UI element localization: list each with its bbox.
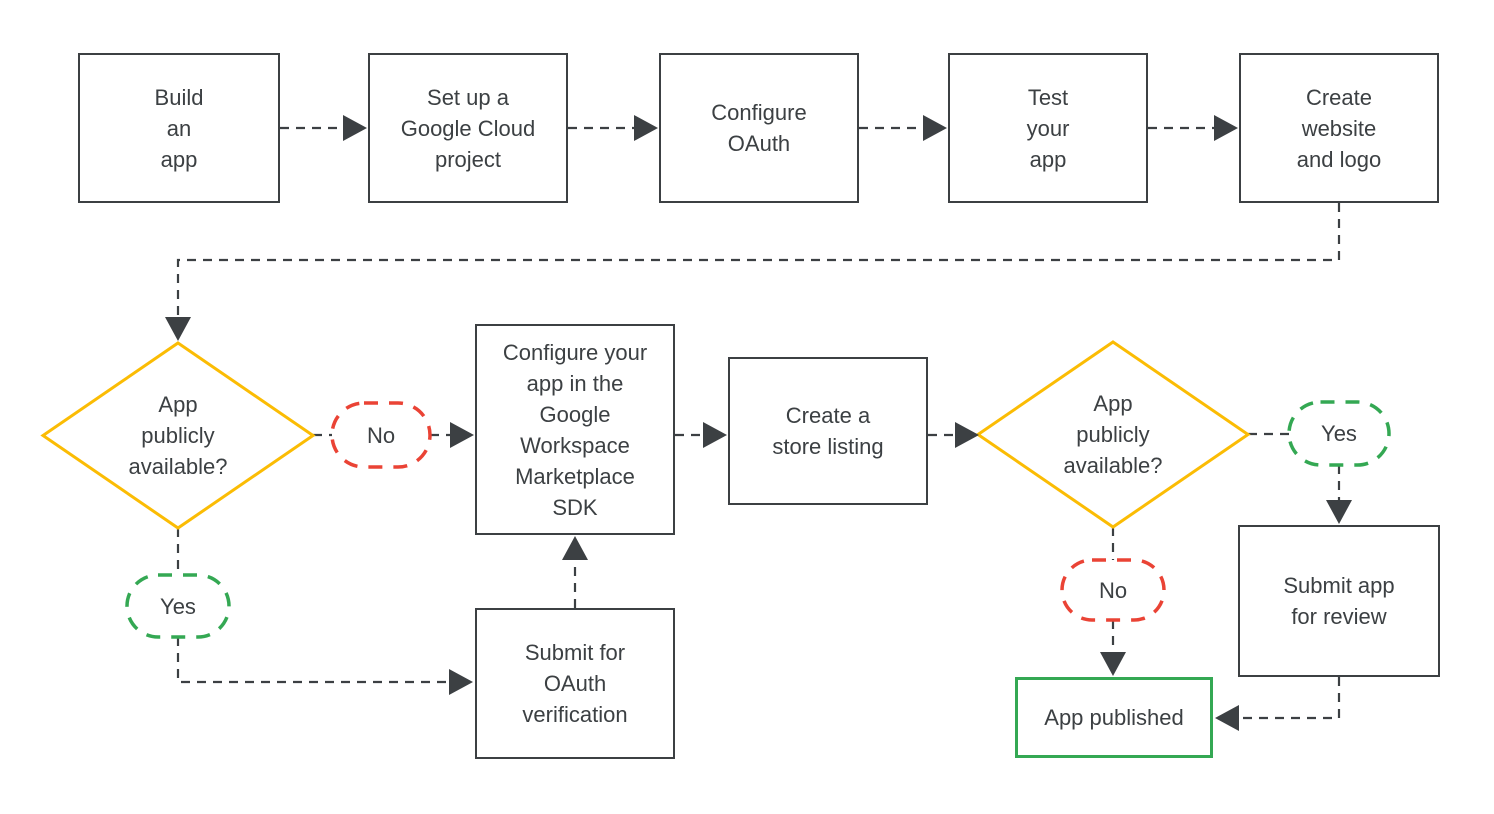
- arrow-right-icon: [343, 115, 367, 141]
- no2-oval-shape: [1060, 558, 1166, 622]
- decision1-diamond-shape: [40, 341, 316, 530]
- node-configure-marketplace-sdk: Configure your app in the Google Workspa…: [475, 324, 675, 535]
- decision2-label: App publicly available?: [1063, 390, 1163, 478]
- no1-label: No: [366, 422, 396, 448]
- arrow-down-icon: [1326, 500, 1352, 524]
- node-submit-for-oauth-verification: Submit for OAuth verification: [475, 608, 675, 759]
- arrow-right-icon: [923, 115, 947, 141]
- node-build-an-app: Build an app: [78, 53, 280, 203]
- arrow-down-icon: [1100, 652, 1126, 676]
- no2-label: No: [1098, 577, 1128, 603]
- arrow-right-icon: [450, 422, 474, 448]
- node-setup-google-cloud-project: Set up a Google Cloud project: [368, 53, 568, 203]
- node-create-website-and-logo: Create website and logo: [1239, 53, 1439, 203]
- arrow-right-icon: [1214, 115, 1238, 141]
- connector-review-to-published: [1239, 677, 1341, 720]
- node-app-published: App published: [1015, 677, 1213, 758]
- arrow-down-icon: [165, 317, 191, 341]
- node-create-store-listing: Create a store listing: [728, 357, 928, 505]
- yes2-label: Yes: [1321, 421, 1357, 446]
- connector-website-to-decision1: [176, 203, 1341, 317]
- node-submit-app-for-review: Submit app for review: [1238, 525, 1440, 677]
- yes2-oval-shape: [1287, 400, 1391, 467]
- arrow-right-icon: [634, 115, 658, 141]
- yes1-oval-shape: [125, 573, 231, 639]
- arrow-right-icon: [703, 422, 727, 448]
- node-test-your-app: Test your app: [948, 53, 1148, 203]
- connector-lines: [176, 126, 1341, 720]
- no1-oval-shape: [330, 401, 432, 469]
- decision1-label: App publicly available?: [128, 391, 228, 479]
- arrow-right-icon: [955, 422, 979, 448]
- arrow-up-icon: [562, 536, 588, 560]
- connector-yes1-to-submit-oauth: [176, 637, 449, 684]
- arrow-right-icon: [449, 669, 473, 695]
- arrow-left-icon: [1215, 705, 1239, 731]
- yes1-label: Yes: [160, 593, 196, 619]
- arrowheads: [165, 115, 1352, 731]
- decision2-diamond-shape: [975, 340, 1251, 529]
- node-configure-oauth: Configure OAuth: [659, 53, 859, 203]
